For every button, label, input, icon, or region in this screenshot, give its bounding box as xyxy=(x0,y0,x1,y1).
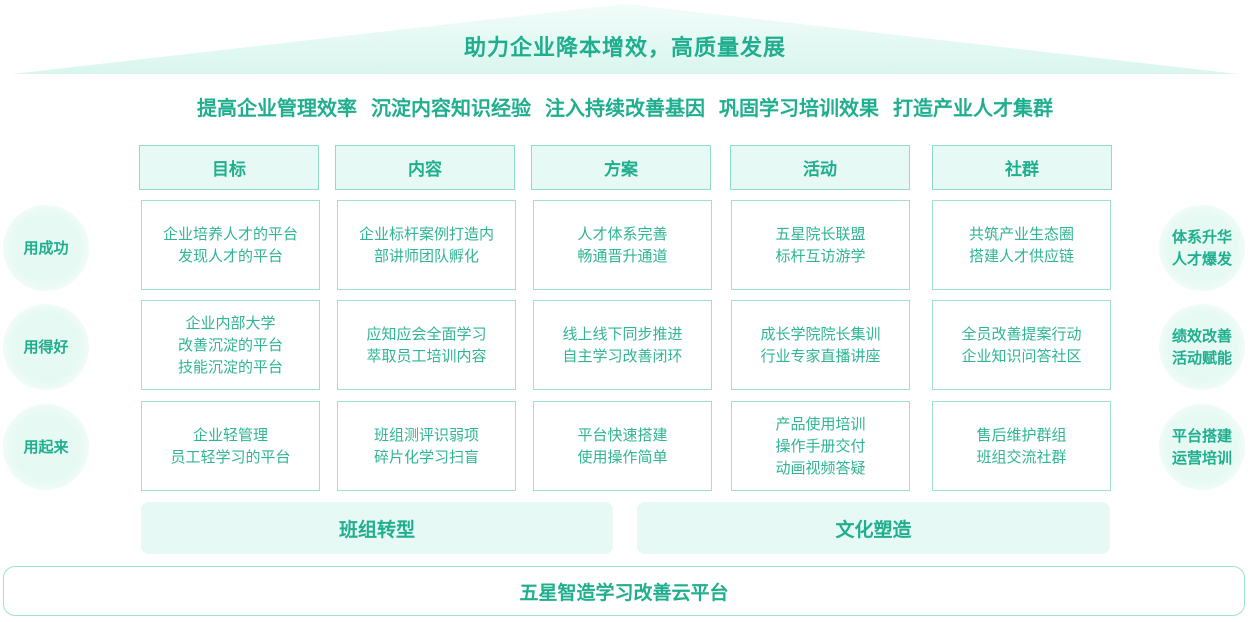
cell-line: 班组交流社群 xyxy=(976,448,1067,466)
cell-line: 企业标杆案例打造内 xyxy=(358,225,494,243)
goals-row: 提高企业管理效率 沉淀内容知识经验 注入持续改善基因 巩固学习培训效果 打造产业… xyxy=(0,92,1250,121)
cell-line: 技能沉淀的平台 xyxy=(177,358,283,376)
right-label-performance: 绩效改善 活动赋能 xyxy=(1159,304,1245,390)
right-label-line: 体系升华 xyxy=(1171,228,1232,246)
goal-item: 沉淀内容知识经验 xyxy=(371,96,531,120)
left-label-get-started: 用起来 xyxy=(3,404,89,490)
cell-line: 操作手册交付 xyxy=(775,437,866,455)
right-label-platform: 平台搭建 运营培训 xyxy=(1159,404,1245,490)
grid-cell: 平台快速搭建 使用操作简单 xyxy=(533,401,712,491)
grid-cell: 五星院长联盟 标杆互访游学 xyxy=(731,200,910,290)
cell-line: 售后维护群组 xyxy=(976,426,1067,444)
column-header-community: 社群 xyxy=(932,145,1112,190)
cell-line: 改善沉淀的平台 xyxy=(177,336,283,354)
cell-line: 全员改善提案行动 xyxy=(961,325,1082,343)
cell-line: 员工轻学习的平台 xyxy=(170,448,291,466)
cell-line: 自主学习改善闭环 xyxy=(562,347,683,365)
cell-line: 线上线下同步推进 xyxy=(562,325,683,343)
grid-cell: 全员改善提案行动 企业知识问答社区 xyxy=(932,300,1111,390)
cell-line: 成长学院院长集训 xyxy=(760,325,881,343)
grid-cell: 人才体系完善 畅通晋升通道 xyxy=(533,200,712,290)
grid-cell: 企业培养人才的平台 发现人才的平台 xyxy=(141,200,320,290)
cell-line: 碎片化学习扫盲 xyxy=(373,448,479,466)
grid-cell: 线上线下同步推进 自主学习改善闭环 xyxy=(533,300,712,390)
column-header-content: 内容 xyxy=(335,145,515,190)
roof-shape xyxy=(12,4,1238,74)
cell-line: 萃取员工培训内容 xyxy=(366,347,487,365)
cell-line: 应知应会全面学习 xyxy=(366,325,487,343)
platform-foundation: 五星智造学习改善云平台 xyxy=(3,566,1245,616)
cell-line: 企业内部大学 xyxy=(185,314,276,332)
right-label-line: 平台搭建 xyxy=(1171,427,1232,445)
column-header-activity: 活动 xyxy=(730,145,910,190)
cell-line: 标杆互访游学 xyxy=(775,247,866,265)
right-label-line: 人才爆发 xyxy=(1171,250,1232,268)
cell-line: 企业轻管理 xyxy=(192,426,268,444)
grid-cell: 企业标杆案例打造内 部讲师团队孵化 xyxy=(337,200,516,290)
cell-line: 产品使用培训 xyxy=(775,415,866,433)
cell-line: 企业培养人才的平台 xyxy=(162,225,298,243)
column-header-goal: 目标 xyxy=(139,145,319,190)
cell-line: 部讲师团队孵化 xyxy=(373,247,479,265)
cell-line: 五星院长联盟 xyxy=(775,225,866,243)
column-header-plan: 方案 xyxy=(531,145,711,190)
base-culture-building: 文化塑造 xyxy=(637,502,1110,554)
cell-line: 畅通晋升通道 xyxy=(577,247,668,265)
cell-line: 人才体系完善 xyxy=(577,225,668,243)
left-label-text: 用成功 xyxy=(23,239,69,257)
left-label-text: 用得好 xyxy=(23,338,69,356)
right-label-line: 运营培训 xyxy=(1171,449,1232,467)
grid-cell: 产品使用培训 操作手册交付 动画视频答疑 xyxy=(731,401,910,491)
cell-line: 企业知识问答社区 xyxy=(961,347,1082,365)
grid-cell: 应知应会全面学习 萃取员工培训内容 xyxy=(337,300,516,390)
cell-line: 共筑产业生态圈 xyxy=(968,225,1074,243)
cell-line: 行业专家直播讲座 xyxy=(760,347,881,365)
grid-cell: 成长学院院长集训 行业专家直播讲座 xyxy=(731,300,910,390)
goal-item: 巩固学习培训效果 xyxy=(719,96,879,120)
grid-cell: 企业轻管理 员工轻学习的平台 xyxy=(141,401,320,491)
grid-cell: 班组测评识弱项 碎片化学习扫盲 xyxy=(337,401,516,491)
roof-title: 助力企业降本增效，高质量发展 xyxy=(463,36,786,61)
cell-line: 平台快速搭建 xyxy=(577,426,668,444)
right-label-line: 活动赋能 xyxy=(1171,349,1232,367)
right-label-system: 体系升华 人才爆发 xyxy=(1159,205,1245,291)
left-label-use-well: 用得好 xyxy=(3,304,89,390)
grid-cell: 共筑产业生态圈 搭建人才供应链 xyxy=(932,200,1111,290)
goal-item: 注入持续改善基因 xyxy=(545,96,705,120)
grid-cell: 企业内部大学 改善沉淀的平台 技能沉淀的平台 xyxy=(141,300,320,390)
goal-item: 提高企业管理效率 xyxy=(197,96,357,120)
cell-line: 班组测评识弱项 xyxy=(373,426,479,444)
grid-cell: 售后维护群组 班组交流社群 xyxy=(932,401,1111,491)
base-team-transformation: 班组转型 xyxy=(141,502,613,554)
cell-line: 动画视频答疑 xyxy=(775,459,866,477)
cell-line: 发现人才的平台 xyxy=(177,247,283,265)
cell-line: 使用操作简单 xyxy=(577,448,668,466)
left-label-success: 用成功 xyxy=(3,205,89,291)
left-label-text: 用起来 xyxy=(23,438,69,456)
right-label-line: 绩效改善 xyxy=(1171,327,1232,345)
goal-item: 打造产业人才集群 xyxy=(893,96,1053,120)
cell-line: 搭建人才供应链 xyxy=(968,247,1074,265)
